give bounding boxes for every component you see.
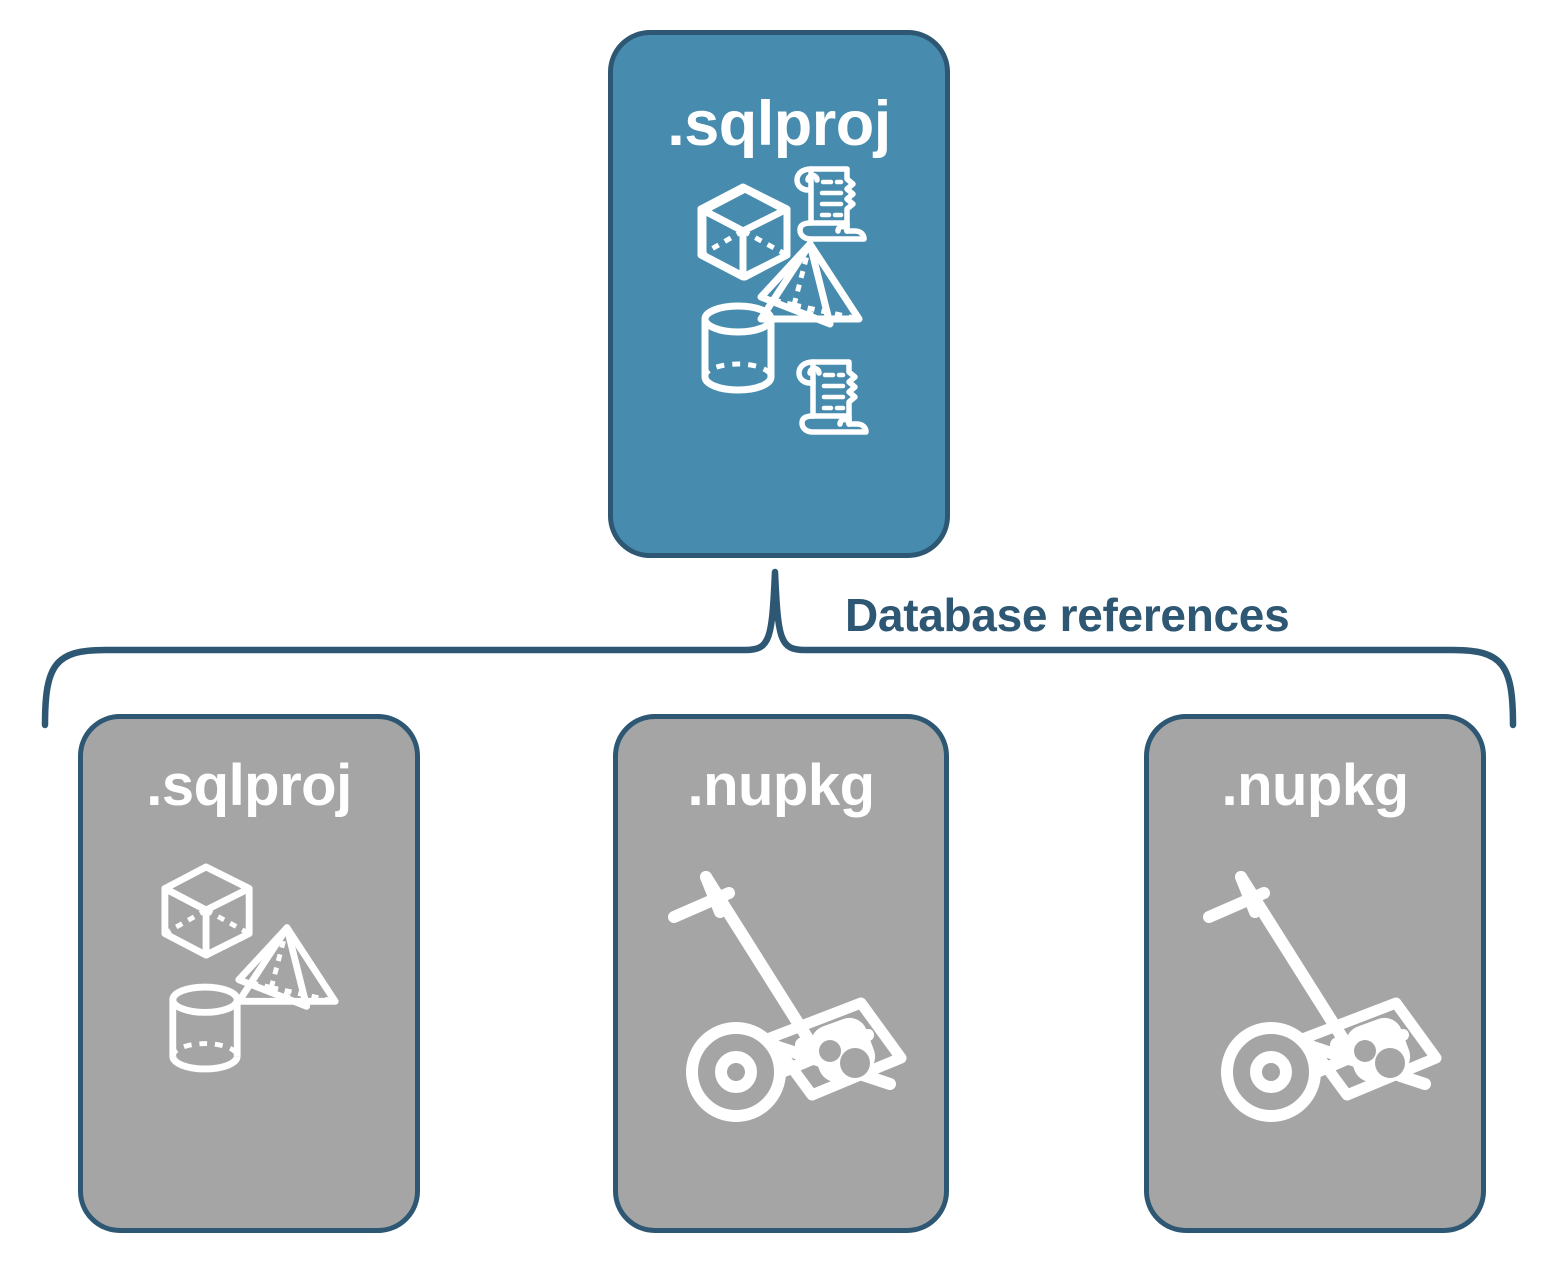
hand-truck-package-icon (1203, 871, 1442, 1122)
node-reference-icon-group (83, 815, 415, 1228)
node-reference-nupkg-2[interactable]: .nupkg (1144, 714, 1486, 1233)
scroll-icon (796, 359, 869, 435)
pyramid-icon (235, 924, 339, 1010)
node-reference-label: .sqlproj (146, 753, 352, 818)
node-root-label: .sqlproj (667, 89, 891, 159)
cylinder-icon (701, 302, 775, 394)
node-reference-label: .nupkg (687, 753, 875, 818)
scroll-icon (794, 166, 867, 242)
pyramid-icon (757, 240, 863, 328)
connector-label: Database references (845, 589, 1290, 641)
cube-icon (161, 863, 253, 959)
node-reference-nupkg-1[interactable]: .nupkg (613, 714, 949, 1233)
node-reference-icon-group (1149, 815, 1481, 1228)
hand-truck-package-icon (668, 871, 907, 1122)
cube-icon (697, 183, 791, 281)
node-root-sqlproj[interactable]: .sqlproj (608, 30, 950, 558)
node-reference-sqlproj[interactable]: .sqlproj (78, 714, 420, 1233)
cylinder-icon (169, 983, 241, 1073)
node-root-icon-group (613, 156, 945, 553)
node-reference-icon-group (618, 815, 944, 1228)
node-reference-label: .nupkg (1221, 753, 1409, 818)
